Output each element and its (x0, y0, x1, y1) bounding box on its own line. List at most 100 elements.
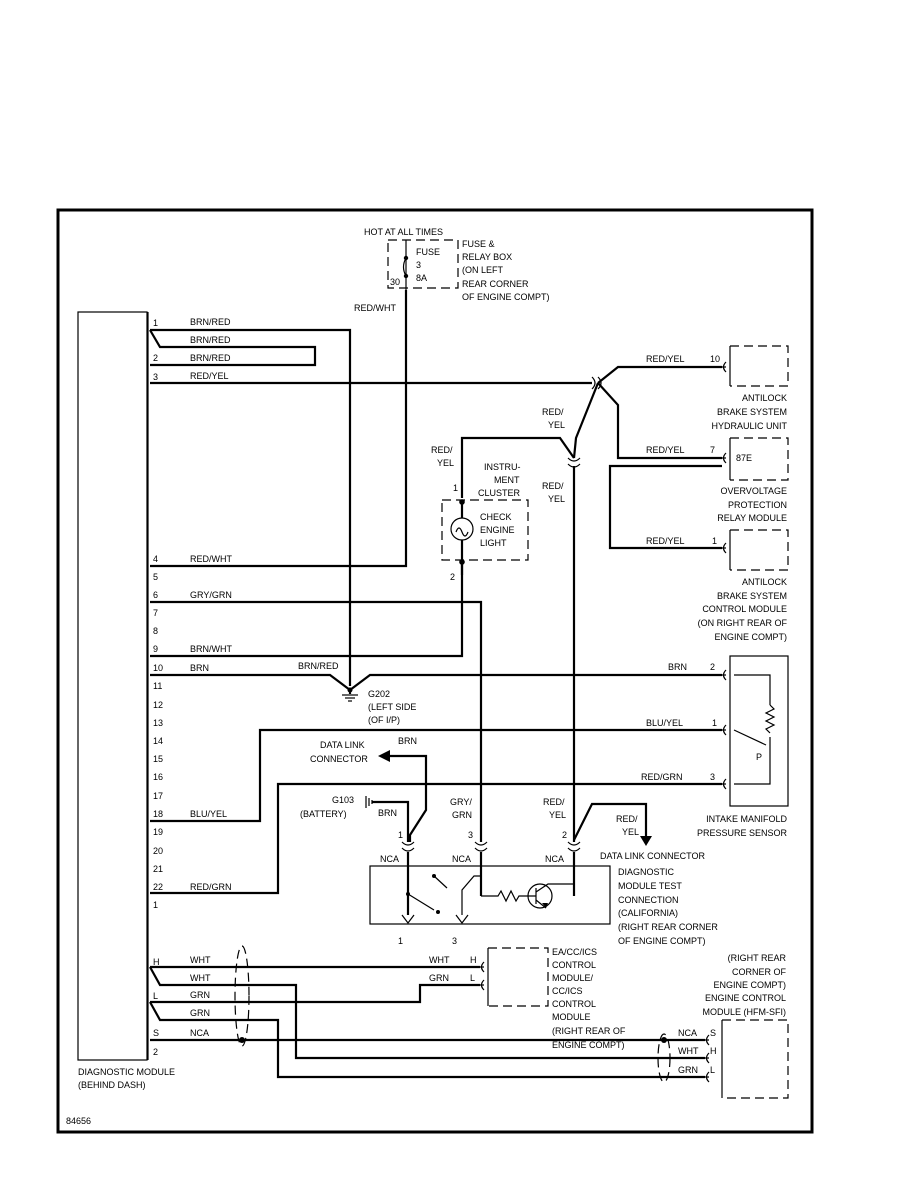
abs-control-label-3: CONTROL MODULE (702, 604, 787, 614)
overvoltage-label-2: PROTECTION (728, 500, 787, 510)
data-link-area: DATA LINK CONNECTOR BRN G103 (BATTERY) B… (300, 736, 718, 946)
diag-pin-18: 18 (153, 809, 163, 819)
cluster-label-3: CLUSTER (478, 488, 521, 498)
ea-pin-h: H (470, 955, 477, 965)
cluster-label-1: INSTRU- (484, 462, 521, 472)
imp-label-2: PRESSURE SENSOR (697, 828, 788, 838)
wire-label-p1b: BRN/RED (190, 335, 231, 345)
diagnostic-module-label-1: DIAGNOSTIC MODULE (78, 1067, 175, 1077)
ea-label-2: CONTROL (552, 960, 596, 970)
diag-pin-4: 4 (153, 554, 158, 564)
tc-label-6: OF ENGINE COMPT) (618, 936, 706, 946)
abs-control-pin: 1 (712, 536, 717, 546)
relay-87e: 87E (736, 453, 752, 463)
fuse-box-desc-3: (ON LEFT (462, 265, 504, 275)
tc-pin-1: 1 (398, 830, 403, 840)
fuse-box-desc-5: OF ENGINE COMPT) (462, 292, 550, 302)
diag-pin-14: 14 (153, 736, 163, 746)
ea-label-4: CC/ICS (552, 986, 583, 996)
ecm-wire-1: NCA (678, 1028, 697, 1038)
diag-pin-h: H (153, 957, 160, 967)
diag-pin-17: 17 (153, 791, 163, 801)
hot-at-all-times-label: HOT AT ALL TIMES (364, 227, 443, 237)
wire-label-h1: WHT (190, 955, 211, 965)
diag-pin-2: 2 (153, 353, 158, 363)
imp-label-1: INTAKE MANIFOLD (706, 814, 787, 824)
abs-control-label-5: ENGINE COMPT) (714, 632, 787, 642)
ecm-wire-2: WHT (678, 1046, 699, 1056)
ea-pin-l: L (470, 973, 475, 983)
diag-pin-21: 21 (153, 864, 163, 874)
g202-desc-1: (LEFT SIDE (368, 702, 416, 712)
test-connection-box (369, 865, 611, 925)
dlc-wire-b: YEL (622, 827, 639, 837)
g202-wire-label: BRN/RED (298, 661, 339, 671)
diag-pin-2b: 2 (153, 1047, 158, 1057)
ea-wire-2: GRN (429, 973, 449, 983)
diag-pin-5: 5 (153, 572, 158, 582)
diagnostic-module: DIAGNOSTIC MODULE (BEHIND DASH) 1 2 3 4 … (77, 311, 175, 1090)
abs-hydraulic-unit: ANTILOCK BRAKE SYSTEM HYDRAULIC UNIT (711, 345, 789, 431)
diag-pin-1: 1 (153, 318, 158, 328)
dlc-arrow-icon (378, 750, 390, 762)
lower-wires: WHT WHT GRN GRN NCA WHT H GRN L NCA S WH… (149, 945, 717, 1083)
diagnostic-module-label-2: (BEHIND DASH) (78, 1080, 146, 1090)
diag-pin-s: S (153, 1028, 159, 1038)
ecm-label-2: CORNER OF (732, 967, 787, 977)
fuse-box-desc-1: FUSE & (462, 239, 495, 249)
lamp-label-1: CHECK (480, 512, 512, 522)
diag-pin-6: 6 (153, 590, 158, 600)
overvoltage-label-3: RELAY MODULE (717, 513, 787, 523)
abs-control-label-4: (ON RIGHT REAR OF (698, 618, 788, 628)
red-yel-drop-1b: YEL (548, 420, 565, 430)
imp-pin-1: 2 (710, 662, 715, 672)
fuse-amps: 8A (416, 273, 427, 283)
figure-number: 84656 (66, 1116, 91, 1126)
dlc-label-1: DATA LINK (320, 740, 365, 750)
g103-label: G103 (332, 795, 354, 805)
ecm-label-3: ENGINE COMPT) (713, 980, 786, 990)
fuse-box-desc-2: RELAY BOX (462, 252, 512, 262)
ea-label-1: EA/CC/ICS (552, 947, 597, 957)
wire-label-p22: RED/GRN (190, 882, 232, 892)
cluster-label-2: MENT (494, 475, 520, 485)
tc-label-5: (RIGHT REAR CORNER (618, 922, 718, 932)
tc-wire-3a: GRY/ (450, 797, 472, 807)
imp-p-mark: P (756, 752, 762, 762)
wire-label-p9: BRN/WHT (190, 644, 232, 654)
ea-label-7: (RIGHT REAR OF (552, 1026, 626, 1036)
ground-icon (342, 687, 358, 702)
tc-label-2: MODULE TEST (618, 881, 682, 891)
dlc-wire-label: BRN (398, 736, 417, 746)
cluster-pin-1: 1 (453, 483, 458, 493)
fuse-terminal: 30 (390, 277, 400, 287)
cluster-wire-b: YEL (437, 458, 454, 468)
tc-pin-3: 3 (468, 830, 473, 840)
tc-wire-1: BRN (378, 808, 397, 818)
dlc-down-arrow-icon (640, 836, 652, 846)
red-yel-drop-1a: RED/ (542, 407, 564, 417)
diag-pin-1b: 1 (153, 900, 158, 910)
red-yel-drop-2b: YEL (548, 494, 565, 504)
imp-pin-3: 3 (710, 772, 715, 782)
cluster-wire-a: RED/ (431, 445, 453, 455)
dlc-label-2: CONNECTOR (310, 754, 368, 764)
imp-wire-2: BLU/YEL (646, 718, 683, 728)
ground-battery-icon (365, 796, 373, 808)
tc-pin-2: 2 (562, 830, 567, 840)
dlc-bottom-label: DATA LINK CONNECTOR (600, 851, 706, 861)
fuse-number: 3 (416, 260, 421, 270)
tc-label-4: (CALIFORNIA) (618, 908, 678, 918)
abs-hydraulic-label-1: ANTILOCK (742, 393, 787, 403)
abs-hydraulic-wire: RED/YEL (646, 354, 685, 364)
overvoltage-label-1: OVERVOLTAGE (720, 486, 787, 496)
diag-pin-15: 15 (153, 754, 163, 764)
diag-pin-20: 20 (153, 846, 163, 856)
wire-label-s: NCA (190, 1028, 209, 1038)
overvoltage-pin: 7 (710, 445, 715, 455)
diag-pin-7: 7 (153, 608, 158, 618)
ecm-label-4: ENGINE CONTROL (705, 993, 786, 1003)
diagram-frame (56, 208, 814, 1134)
intake-manifold-pressure-sensor: P INTAKE MANIFOLD PRESSURE SENSOR (697, 655, 789, 838)
